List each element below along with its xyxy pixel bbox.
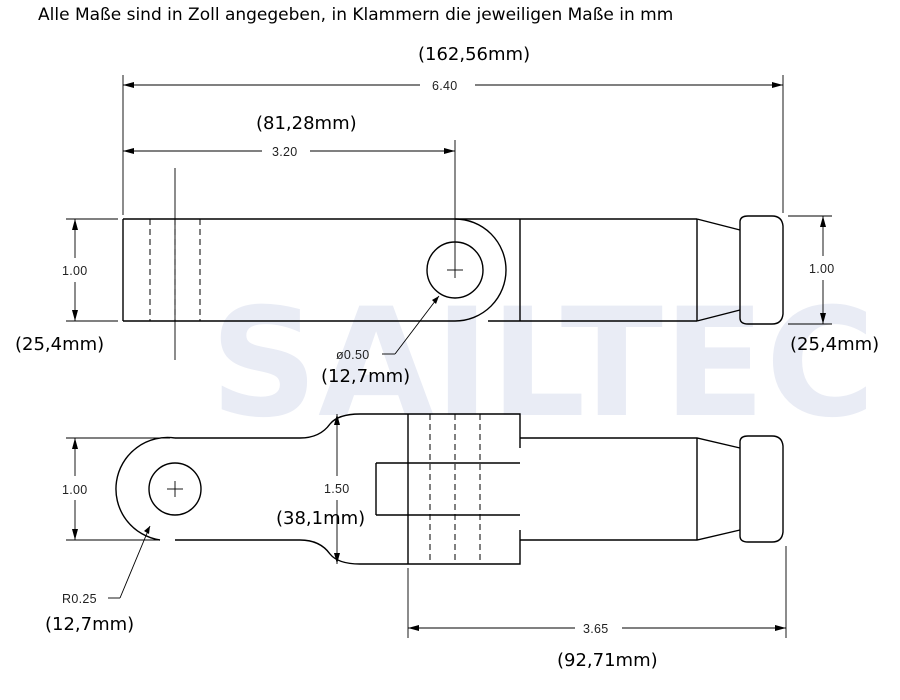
arrow-right-bottom [820,313,826,324]
leader-radius [119,525,151,599]
label-radius-mm: (12,7mm) [45,614,134,635]
dim-fork-width: 1.50 (38,1mm) [276,414,365,564]
label-overall-mm: (162,56mm) [418,44,530,65]
dim-overall-length: 6.40 (162,56mm) [122,44,784,215]
lower-hole [148,462,202,516]
dim-hole-diameter: ø0.50 (12,7mm) [321,295,440,387]
arrow-half-right [444,148,455,154]
arrow-lower-bottom [72,529,78,540]
label-half-in: 3.20 [272,145,298,159]
dim-radius: R0.25 (12,7mm) [45,525,151,635]
top-view [122,168,784,360]
lower-body-right [520,437,741,541]
dim-fork-length: 3.65 (92,71mm) [407,546,787,671]
dim-half-length: 3.20 (81,28mm) [123,113,456,262]
label-left-height-in: 1.00 [62,264,88,278]
dim-lower-height: 1.00 [62,437,170,541]
top-eye-outline [454,218,507,322]
arrow-fork-left [408,625,419,631]
label-lower-height-in: 1.00 [62,483,88,497]
fork-tongue [375,462,520,516]
label-right-height-in: 1.00 [809,262,835,276]
label-left-height-mm: (25,4mm) [15,334,104,355]
lower-eye-bottom [175,539,410,565]
arrow-left-bottom [72,310,78,321]
dim-left-height: 1.00 (25,4mm) [15,218,118,355]
arrow-fork-bottom [334,553,340,564]
arrow-left [123,82,134,88]
label-fork-width-mm: (38,1mm) [276,508,365,529]
arrow-radius [144,526,150,534]
fork-outer [410,413,521,565]
arrow-lower-top [72,438,78,449]
label-right-height-mm: (25,4mm) [790,334,879,355]
arrow-right [772,82,783,88]
top-body-right [455,218,698,322]
arrow-fork-top [334,414,340,425]
lower-eye-top [175,413,410,439]
top-body-left [122,218,455,322]
arrow-fork-right [775,625,786,631]
label-hole-in: ø0.50 [336,348,369,362]
arrow-right-top [820,216,826,227]
label-hole-mm: (12,7mm) [321,366,410,387]
label-fork-length-mm: (92,71mm) [557,650,658,671]
arrow-left-top [72,219,78,230]
arrow-half-left [123,148,134,154]
label-fork-width-in: 1.50 [324,482,350,496]
top-terminal [739,215,784,325]
heading-note: Alle Maße sind in Zoll angegeben, in Kla… [38,5,673,25]
lower-terminal [739,435,784,543]
label-half-mm: (81,28mm) [256,113,357,134]
arrow-hole [432,296,439,304]
label-radius-in: R0.25 [62,592,97,606]
lower-view [115,413,784,565]
dim-right-height: 1.00 (25,4mm) [788,215,879,355]
leader-hole [394,295,440,355]
label-overall-in: 6.40 [432,79,458,93]
label-fork-length-in: 3.65 [583,622,609,636]
lower-eye-arc [115,436,176,541]
watermark: SAILTEC [210,277,876,451]
top-taper [696,218,741,322]
